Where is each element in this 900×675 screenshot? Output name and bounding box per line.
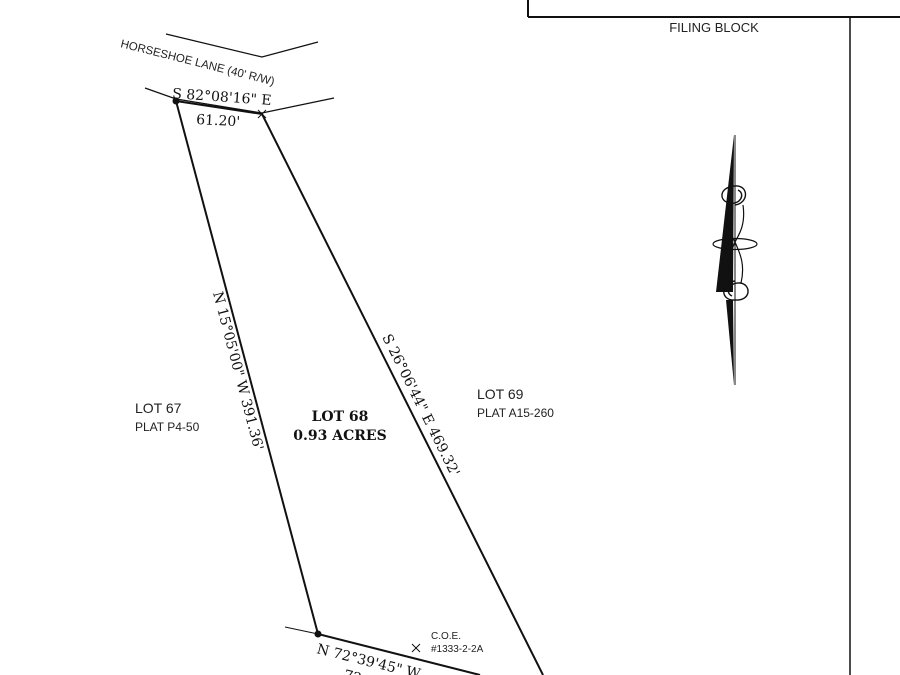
west-line: [175, 100, 319, 635]
easement-marker: [411, 643, 421, 653]
lot-69-plat: PLAT A15-260: [477, 406, 554, 420]
north-line: [175, 100, 263, 115]
west-line-label: N 15°05'00" W 391.36': [209, 290, 266, 452]
corner-monument-sw: [314, 630, 322, 638]
lot-69-name: LOT 69: [477, 386, 524, 402]
east-line: [261, 113, 544, 675]
corner-monument-nw: [172, 97, 180, 105]
subject-lot-area: 0.93 ACRES: [293, 428, 386, 444]
north-bearing: S 82°08'16" E: [172, 86, 272, 109]
south-distance: 72: [342, 667, 363, 675]
lot-67-plat: PLAT P4-50: [135, 420, 200, 434]
street-label: HORSESHOE LANE (40' R/W): [119, 38, 275, 88]
lot-67-name: LOT 67: [135, 400, 182, 416]
lot-68-boundary: [172, 97, 544, 675]
easement-label: C.O.E.: [431, 631, 461, 642]
south-line: [317, 633, 481, 675]
filing-block-label: FILING BLOCK: [669, 20, 759, 35]
north-arrow-icon: [712, 135, 758, 385]
easement-number: #1333-2-2A: [431, 644, 484, 655]
north-distance: 61.20': [196, 112, 241, 130]
subject-lot-name: LOT 68: [312, 409, 369, 425]
corner-marker-ne: [257, 109, 267, 119]
east-line-label: S 26°06'44" E 469.32': [378, 332, 462, 480]
filing-block: FILING BLOCK: [527, 0, 900, 675]
